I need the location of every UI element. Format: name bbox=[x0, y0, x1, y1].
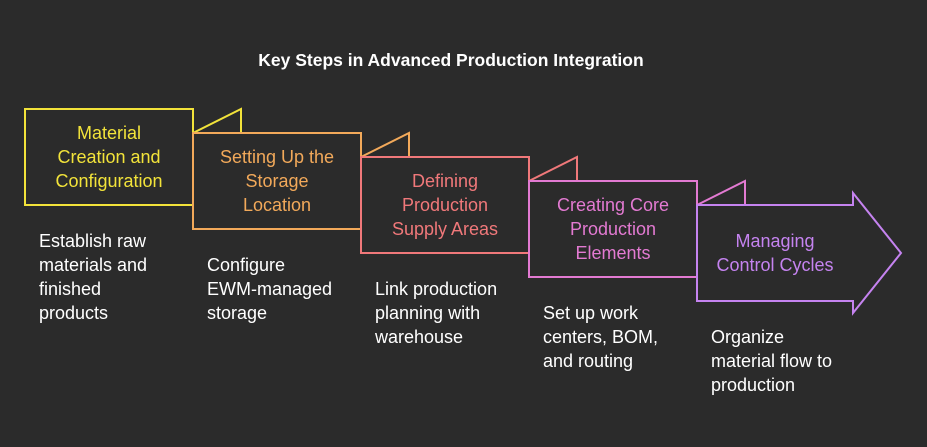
step-5-arrow bbox=[696, 190, 903, 316]
step-3-label: Defining Production Supply Areas bbox=[391, 171, 499, 239]
step-1-label: Material Creation and Configuration bbox=[55, 123, 163, 191]
step-1-fold bbox=[192, 107, 242, 134]
step-4-fold bbox=[696, 179, 746, 206]
step-3-description: Link production planning with warehouse bbox=[375, 279, 498, 347]
step-2-label: Setting Up the Storage Location bbox=[219, 147, 335, 215]
step-5-label: Managing Control Cycles bbox=[716, 231, 834, 275]
diagram-title: Key Steps in Advanced Production Integra… bbox=[258, 50, 644, 70]
step-1-description: Establish raw materials and finished pro… bbox=[39, 231, 148, 323]
step-2-description: Configure EWM-managed storage bbox=[207, 255, 333, 323]
step-4-description: Set up work centers, BOM, and routing bbox=[543, 303, 659, 371]
step-2-fold bbox=[360, 131, 410, 158]
step-5-description: Organize material flow to production bbox=[711, 327, 833, 395]
step-3-fold bbox=[528, 155, 578, 182]
step-4-label: Creating Core Production Elements bbox=[556, 195, 670, 263]
